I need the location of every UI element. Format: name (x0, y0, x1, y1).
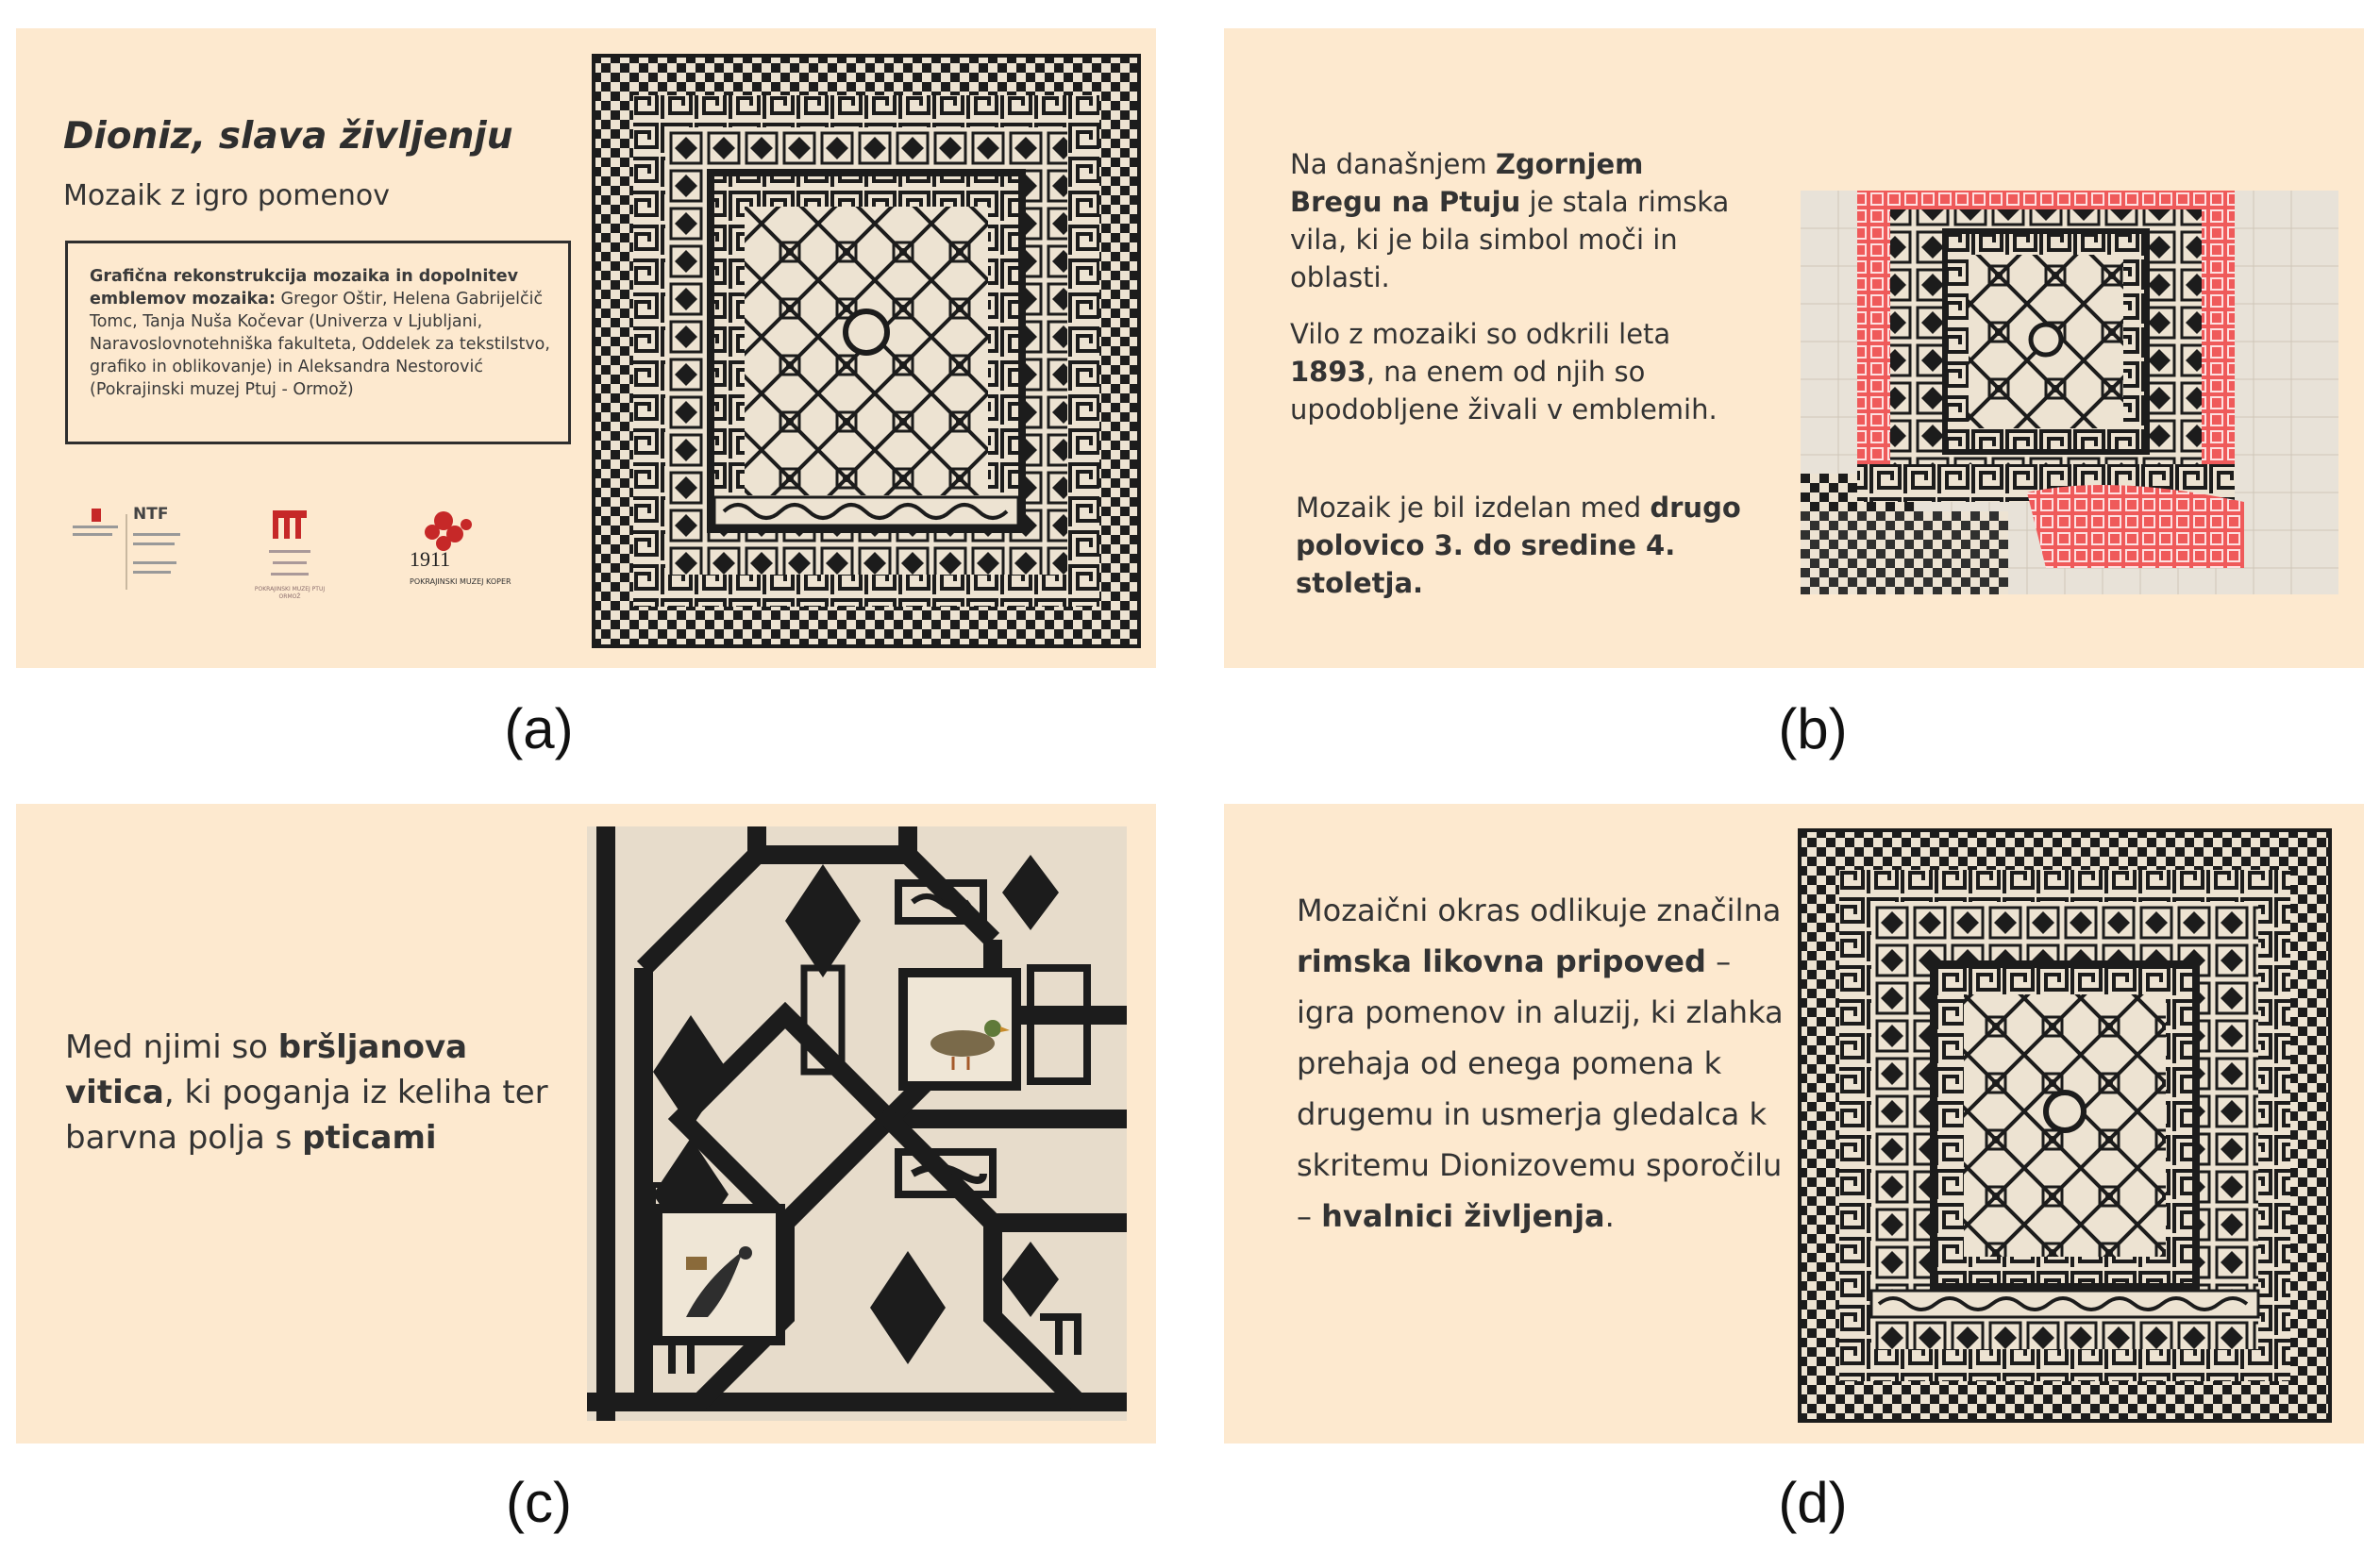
caption-c: (c) (506, 1471, 572, 1534)
koper-museum-year: 1911 (410, 547, 451, 571)
koper-museum-logo: 1911 POKRAJINSKI MUZEJ KOPER (389, 500, 540, 613)
c-text-1: Med njimi so (65, 1028, 278, 1066)
c-bold-2: pticami (302, 1119, 437, 1157)
d-bold-2: hvalnici življenja (1321, 1198, 1605, 1234)
p2-text: Vilo z mozaiki so odkrili leta (1290, 318, 1671, 350)
panel-c-text: Med njimi so bršljanova vitica, ki pogan… (65, 1025, 575, 1160)
ntf-logo-mark-icon (73, 509, 180, 590)
c-bold-1: bršljanova vitica (65, 1028, 468, 1111)
panel-d-text: Mozaični okras odlikuje značilna rimska … (1297, 885, 1787, 1242)
mosaic-excavation-plan-image (1801, 191, 2338, 594)
caption-a: (a) (504, 697, 574, 760)
c-text-2: , ki poganja iz keliha ter barvna polja … (65, 1074, 548, 1157)
ntf-logo-text: NTF (133, 505, 169, 524)
panel-a-title: Dioniz, slava življenju (63, 115, 513, 158)
d-text-3: . (1604, 1198, 1615, 1234)
p1-bold: Zgornjem Bregu na Ptuju (1290, 148, 1644, 218)
koper-museum-text: POKRAJINSKI MUZEJ KOPER (410, 577, 511, 586)
mosaic-reconstruction-image (592, 54, 1141, 648)
d-text-2: – igra pomenov in aluzij, ki zlahka preh… (1297, 943, 1784, 1234)
credits-body: Gregor Oštir, Helena Gabrijelčič Tomc, T… (90, 290, 550, 399)
p1-text-end: je stala rimska vila, ki je bila simbol … (1290, 186, 1730, 293)
panel-b-paragraph-2: Vilo z mozaiki so odkrili leta 1893, na … (1290, 315, 1743, 428)
p3-text: Mozaik je bil izdelan med (1296, 492, 1651, 524)
mosaic-full-reconstruction-image (1798, 828, 2332, 1423)
ptuj-museum-logo: POKRAJINSKI MUZEJ PTUJ ORMOŽ (252, 505, 327, 609)
panel-b-paragraph-1: Na današnjem Zgornjem Bregu na Ptuju je … (1290, 145, 1743, 296)
caption-d: (d) (1778, 1471, 1848, 1534)
d-bold-1: rimska likovna pripoved (1297, 943, 1706, 979)
panel-a-subtitle: Mozaik z igro pomenov (63, 179, 391, 212)
credits-box: Grafična rekonstrukcija mozaika in dopol… (65, 241, 571, 444)
panel-c: Med njimi so bršljanova vitica, ki pogan… (16, 804, 1156, 1444)
p2-text-end: , na enem od njih so upodobljene živali … (1290, 356, 1718, 426)
mosaic-detail-birds-image (587, 826, 1127, 1421)
ptuj-museum-mark-icon (269, 510, 310, 576)
ntf-logo: NTF (65, 505, 188, 609)
d-text-1: Mozaični okras odlikuje značilna (1297, 893, 1782, 928)
p1-text: Na današnjem (1290, 148, 1496, 180)
ptuj-museum-text: POKRAJINSKI MUZEJ PTUJ ORMOŽ (254, 586, 326, 600)
caption-b: (b) (1778, 697, 1848, 760)
credits-heading: Grafična rekonstrukcija mozaika in dopol… (90, 267, 518, 309)
koper-museum-mark-icon (425, 511, 472, 551)
panel-a: Dioniz, slava življenju Mozaik z igro po… (16, 28, 1156, 668)
panel-d: Mozaični okras odlikuje značilna rimska … (1224, 804, 2364, 1444)
panel-b: Na današnjem Zgornjem Bregu na Ptuju je … (1224, 28, 2364, 668)
p3-bold: drugo polovico 3. do sredine 4. stoletja… (1296, 492, 1741, 599)
p2-bold: 1893 (1290, 356, 1366, 388)
panel-b-paragraph-3: Mozaik je bil izdelan med drugo polovico… (1296, 489, 1749, 602)
credits-text: Grafična rekonstrukcija mozaika in dopol… (90, 265, 557, 401)
